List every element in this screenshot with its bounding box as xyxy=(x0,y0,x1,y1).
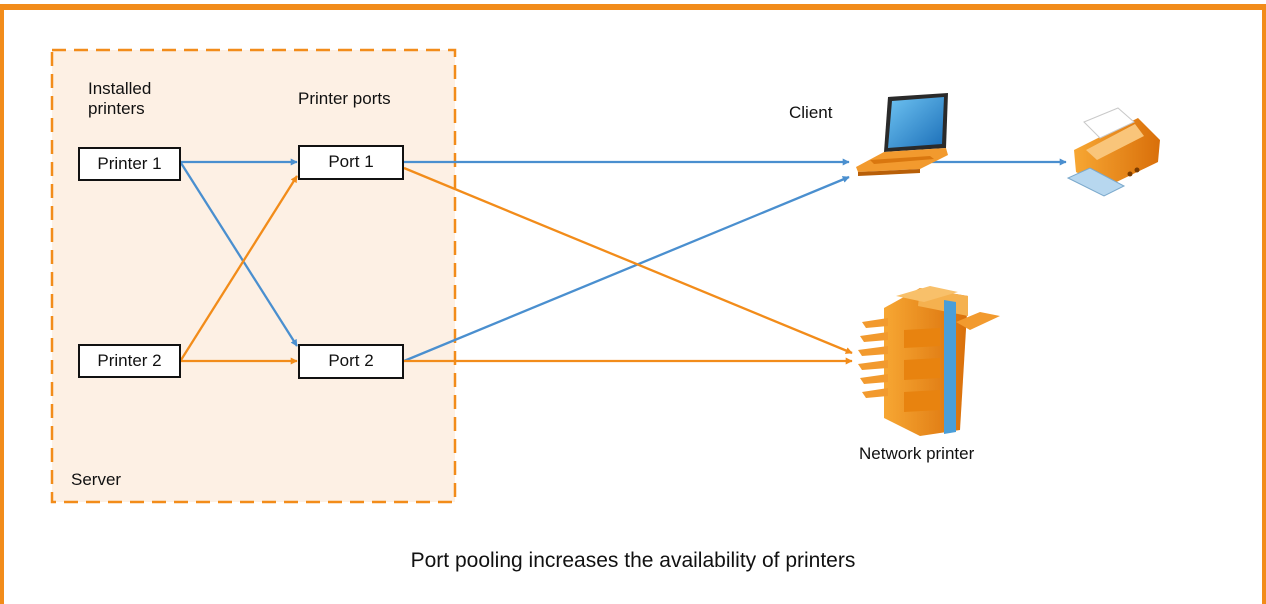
diagram-caption: Port pooling increases the availability … xyxy=(410,549,856,572)
laptop-icon xyxy=(856,93,948,176)
local-printer-icon xyxy=(1066,107,1160,197)
printer-2-box: Printer 2 xyxy=(78,344,181,378)
network-printer-label: Network printer xyxy=(859,444,975,463)
port-2-box: Port 2 xyxy=(298,344,404,379)
installed-printers-label: Installed printers xyxy=(88,79,152,118)
port-1-box: Port 1 xyxy=(298,145,404,180)
printer-1-box: Printer 1 xyxy=(78,147,181,181)
arrow-port2-client xyxy=(403,175,850,363)
client-label: Client xyxy=(789,103,833,122)
arrow-printer1-port2 xyxy=(180,162,298,347)
printer-ports-label: Printer ports xyxy=(298,89,391,108)
arrow-port1-network-printer xyxy=(403,166,853,355)
server-label: Server xyxy=(71,470,122,489)
diagram-frame xyxy=(0,4,1266,604)
network-printer-icon xyxy=(858,286,1000,436)
arrow-printer2-port1 xyxy=(180,175,298,361)
